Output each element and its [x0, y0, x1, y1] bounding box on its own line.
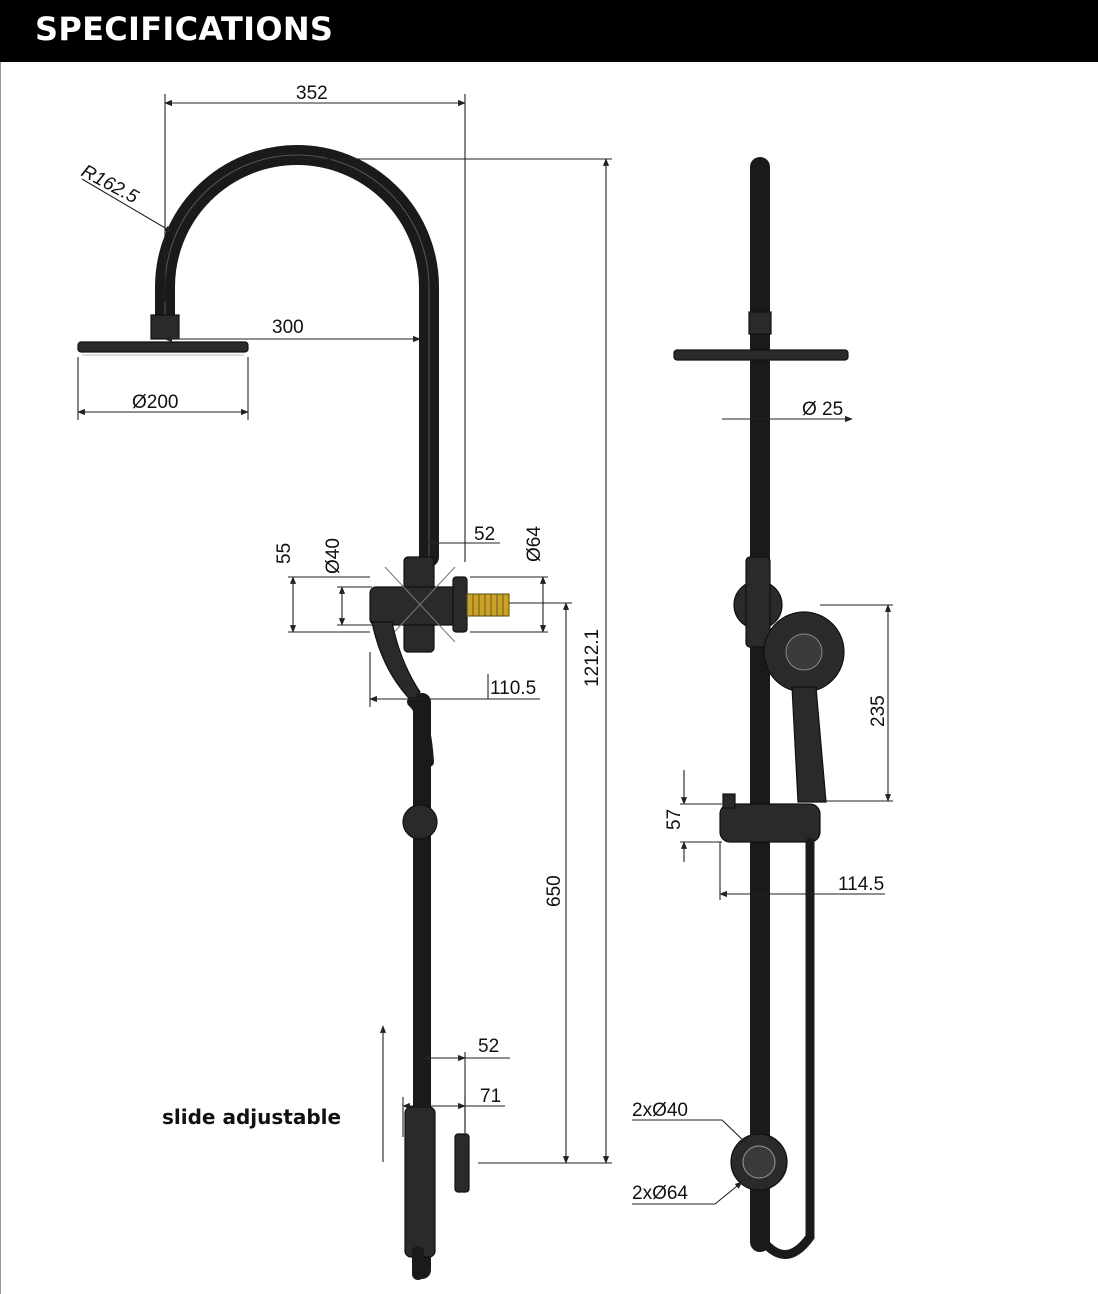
hand-shower-grip	[791, 686, 827, 803]
wall-flange-bottom	[454, 1133, 470, 1193]
slide-adjustable-label: slide adjustable	[162, 1105, 341, 1129]
shower-arm-highlight	[164, 154, 430, 557]
side-diverter-body	[745, 556, 771, 648]
dim-overall-height: 1212.1	[582, 629, 603, 687]
side-slider	[719, 803, 821, 843]
header-bar: SPECIFICATIONS	[0, 0, 1098, 62]
frame-border	[0, 62, 1, 1294]
dim-side-flange-diameter: 2xØ64	[632, 1183, 688, 1204]
side-view: Ø 25 235 57 114.5 2xØ40 2xØ64	[632, 157, 893, 1259]
side-hose	[755, 837, 815, 1259]
front-dimensions: 352 R162.5 300 Ø200 52 Ø64 55	[77, 83, 612, 1164]
slider-knob	[722, 793, 736, 809]
wall-flange-top	[452, 576, 468, 633]
hand-shower-nozzles	[785, 633, 823, 671]
dim-slider-projection: 114.5	[838, 874, 884, 895]
page-title: SPECIFICATIONS	[35, 10, 334, 48]
brass-inlet-thread	[466, 593, 510, 617]
dim-slider-height: 57	[664, 809, 685, 830]
dim-rail-height: 650	[544, 875, 565, 907]
dim-pipe-diameter: Ø 25	[802, 399, 843, 420]
diverter-detail-2	[384, 566, 456, 643]
side-head-connector	[748, 311, 772, 335]
dim-lower-offset-1: 52	[478, 1036, 499, 1057]
side-dimensions: Ø 25 235 57 114.5 2xØ40 2xØ64	[632, 399, 893, 1205]
rail-slider	[402, 804, 438, 840]
dim-outlet-diameter: Ø64	[524, 526, 545, 562]
dim-lower-offset-2: 71	[480, 1086, 501, 1107]
side-lower-flange	[742, 1145, 776, 1179]
dim-bracket-diameter: Ø40	[323, 538, 344, 574]
head-connector	[150, 314, 180, 340]
shower-arm	[155, 145, 439, 567]
technical-drawing: 352 R162.5 300 Ø200 52 Ø64 55	[77, 83, 893, 1280]
dim-side-bracket-diameter: 2xØ40	[632, 1100, 688, 1121]
dim-handset-reach: 110.5	[490, 678, 536, 699]
rain-shower-head	[77, 341, 249, 353]
lower-bracket	[404, 1106, 436, 1258]
dim-head-diameter: Ø200	[132, 392, 178, 413]
dim-arm-reach: 352	[296, 83, 328, 104]
side-rain-head	[673, 349, 849, 361]
thread-lines	[472, 594, 504, 616]
dim-handset-length: 235	[868, 695, 889, 727]
dim-head-offset: 300	[272, 317, 304, 338]
dim-arm-radius: R162.5	[78, 161, 142, 209]
dim-outlet-offset: 52	[474, 524, 495, 545]
front-view: 352 R162.5 300 Ø200 52 Ø64 55	[77, 83, 612, 1280]
diverter-cross	[369, 586, 466, 626]
dim-bracket-height: 55	[274, 543, 295, 564]
